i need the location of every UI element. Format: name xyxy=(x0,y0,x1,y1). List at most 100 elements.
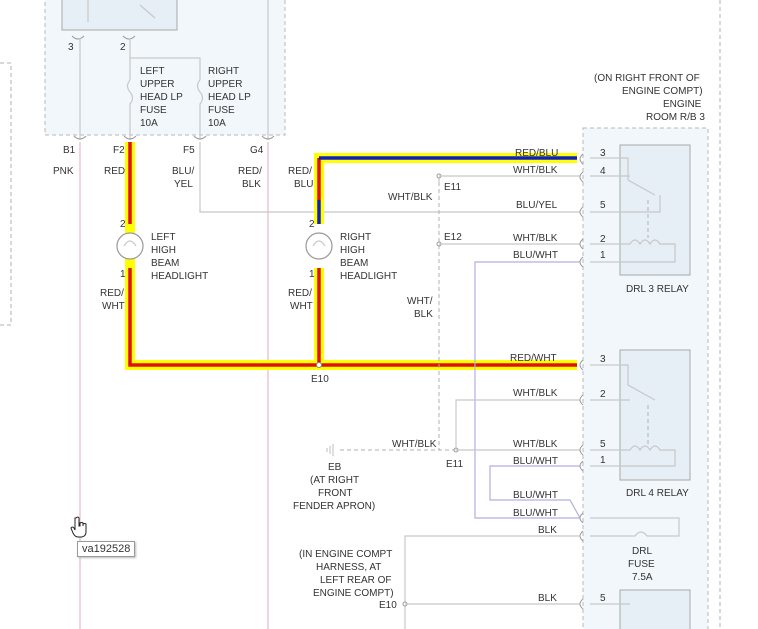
wire-label-red-blu: RED/BLU xyxy=(515,148,558,159)
rb3-label: (ON RIGHT FRONT OF ENGINE COMPT) ENGINE … xyxy=(594,73,705,123)
splice-label-e10: E10 xyxy=(311,374,329,385)
right-headlight-lamp xyxy=(305,232,333,260)
wire-label-wht-blk: WHT/BLK xyxy=(513,233,558,244)
connector-e11b: E11 xyxy=(446,459,463,470)
wire-label-wht-blk: WHT/BLK xyxy=(513,165,558,176)
relay-switch xyxy=(139,4,156,19)
svg-text:HIGH: HIGH xyxy=(151,245,176,256)
wire-label-wht-blk: WHT/BLK xyxy=(388,192,433,203)
wire-label-wht-blk-v: WHT/ xyxy=(407,296,433,307)
drl4-switch xyxy=(590,364,656,401)
svg-text:HEAD LP: HEAD LP xyxy=(208,92,251,103)
pin-arc xyxy=(122,35,136,40)
wire-label-red-blk: BLK xyxy=(242,179,261,190)
pin-arc xyxy=(193,135,207,140)
right-fuse-symbol xyxy=(196,79,204,140)
pin-arc xyxy=(579,171,584,183)
right-fuse-label: RIGHT UPPER HEAD LP FUSE 10A xyxy=(208,66,251,129)
pin-arc xyxy=(73,135,87,140)
wire-label-blu-yel: YEL xyxy=(174,179,193,190)
connector-f5: F5 xyxy=(183,145,195,156)
pin-arc xyxy=(123,135,137,140)
svg-text:ROOM R/B 3: ROOM R/B 3 xyxy=(646,112,705,123)
harness-label: (IN ENGINE COMPT HARNESS, AT LEFT REAR O… xyxy=(299,549,394,599)
svg-text:FRONT: FRONT xyxy=(318,488,352,499)
fuse-feed-wire xyxy=(129,38,201,80)
drl3-relay-label: DRL 3 RELAY xyxy=(626,284,689,295)
pin-arc xyxy=(579,153,584,165)
wire-label-red-wht: RED/ xyxy=(288,288,312,299)
wire-label-blu-wht: BLU/WHT xyxy=(513,250,558,261)
left-bracket xyxy=(0,62,12,326)
svg-text:FUSE: FUSE xyxy=(140,105,167,116)
svg-text:(AT RIGHT: (AT RIGHT xyxy=(310,475,359,486)
drl-fuse-symbol xyxy=(590,517,680,537)
drl3-contact xyxy=(590,195,661,213)
wire-label-wht-blk: WHT/BLK xyxy=(513,439,558,450)
svg-text:LEFT: LEFT xyxy=(151,232,175,243)
svg-text:UPPER: UPPER xyxy=(140,79,174,90)
wire-label-blu-yel: BLU/YEL xyxy=(516,200,558,211)
wire-label-blu-wht: BLU/WHT xyxy=(513,508,558,519)
splice-e10 xyxy=(316,362,322,368)
lamp-filament xyxy=(312,240,326,247)
wire-label-red-blu: RED/ xyxy=(288,166,312,177)
wire-wht-blk-r4-2 xyxy=(455,399,580,450)
svg-text:BEAM: BEAM xyxy=(340,258,368,269)
svg-text:UPPER: UPPER xyxy=(208,79,242,90)
svg-text:LEFT REAR OF: LEFT REAR OF xyxy=(320,575,392,586)
wire-label-blu-yel: BLU/ xyxy=(172,166,194,177)
wire-label-wht-blk-v: BLK xyxy=(414,309,433,320)
pin-arc xyxy=(579,256,584,268)
wire-blu-wht-r3 xyxy=(474,261,580,519)
wire-label-blu-wht: BLU/WHT xyxy=(513,490,558,501)
svg-text:ENGINE COMPT): ENGINE COMPT) xyxy=(313,588,394,599)
svg-text:RIGHT: RIGHT xyxy=(340,232,371,243)
svg-text:HARNESS, AT: HARNESS, AT xyxy=(316,562,381,573)
wire-blu-wht-r4 xyxy=(489,465,581,519)
pin-arc xyxy=(579,460,584,472)
svg-text:LEFT: LEFT xyxy=(140,66,164,77)
wire-label-blk: BLK xyxy=(538,525,557,536)
wire-label-red-wht: WHT xyxy=(102,301,125,312)
wire-label-blk: BLK xyxy=(538,593,557,604)
svg-text:ENGINE COMPT): ENGINE COMPT) xyxy=(622,86,703,97)
bottom-relay-box xyxy=(619,589,691,629)
svg-text:10A: 10A xyxy=(208,118,226,129)
pin-label: 1 xyxy=(120,269,126,280)
drl4-coil-symbol xyxy=(590,445,676,467)
wire-label-red: RED xyxy=(104,166,125,177)
wire-label-wht-blk: WHT/BLK xyxy=(513,388,558,399)
connector-f2: F2 xyxy=(113,145,125,156)
pin-label: 1 xyxy=(600,455,606,466)
pin-arc xyxy=(579,206,584,218)
wire-blk-fuse xyxy=(404,535,580,629)
svg-text:ENGINE: ENGINE xyxy=(663,99,702,110)
wire-label-red-blu: BLU xyxy=(294,179,313,190)
pin-label: 3 xyxy=(600,148,606,159)
pin-label: 3 xyxy=(600,354,606,365)
pin-label: 5 xyxy=(600,439,606,450)
right-lamp-label: RIGHT HIGH BEAM HEADLIGHT xyxy=(340,232,397,282)
svg-text:HIGH: HIGH xyxy=(340,245,365,256)
pin-label: 5 xyxy=(600,593,606,604)
wire-label-pnk: PNK xyxy=(53,166,74,177)
drl4-relay-box xyxy=(619,349,691,481)
left-fuse-symbol xyxy=(126,79,134,140)
pin-label: 2 xyxy=(120,219,126,230)
pin-arc xyxy=(261,135,275,140)
svg-text:RIGHT: RIGHT xyxy=(208,66,239,77)
connector-e10b: E10 xyxy=(379,600,397,611)
pin-label: 4 xyxy=(600,166,606,177)
pin-label: 1 xyxy=(600,250,606,261)
svg-text:7.5A: 7.5A xyxy=(632,572,653,583)
pin-arc xyxy=(579,512,584,524)
connector-e12: E12 xyxy=(444,232,462,243)
connector-e11: E11 xyxy=(444,182,461,193)
connector-b1: B1 xyxy=(63,145,76,156)
svg-text:HEAD LP: HEAD LP xyxy=(140,92,183,103)
drl-fuse-label: DRL FUSE 7.5A xyxy=(628,546,655,583)
pin-label: 3 xyxy=(68,42,74,53)
svg-text:FUSE: FUSE xyxy=(628,559,655,570)
